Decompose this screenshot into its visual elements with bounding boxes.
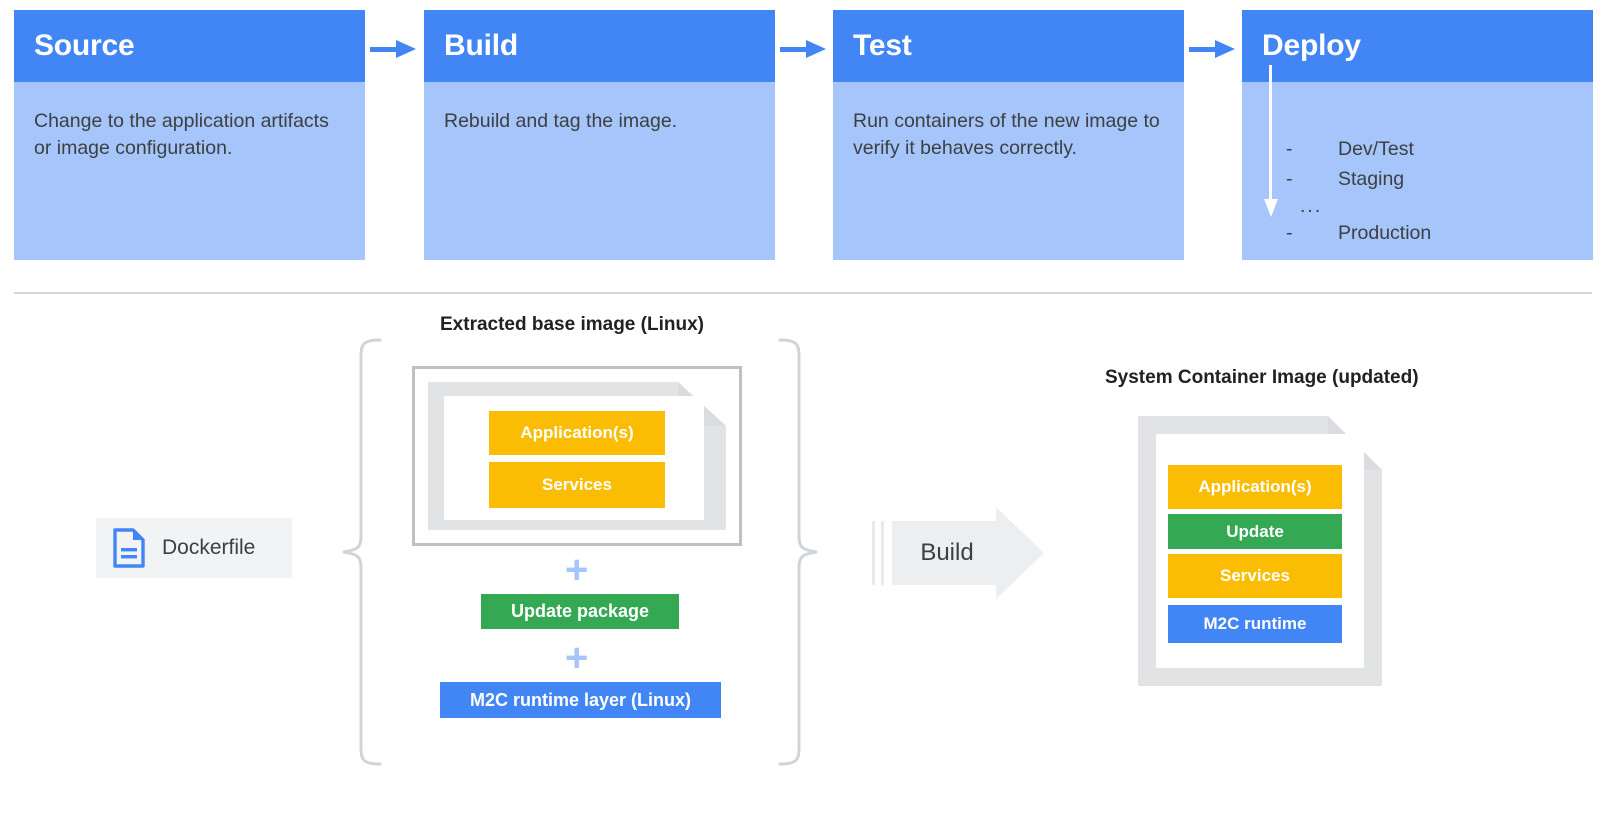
list-dash: - bbox=[1286, 138, 1293, 160]
pipeline-card-body: Change to the application artifacts or i… bbox=[14, 82, 365, 260]
arrow-head bbox=[1215, 40, 1235, 58]
plus-icon-2: + bbox=[565, 636, 589, 680]
arrow-head bbox=[1264, 199, 1278, 217]
dockerfile-label: Dockerfile bbox=[162, 536, 256, 559]
arrow-trail-2 bbox=[881, 521, 884, 585]
list-item-label: Production bbox=[1338, 222, 1432, 244]
list-item-label: Staging bbox=[1338, 168, 1405, 190]
arrow-down-icon bbox=[1264, 65, 1278, 220]
arrow-right-icon bbox=[1189, 40, 1235, 58]
result-image-document-shape bbox=[1138, 416, 1382, 686]
plus-icon-1: + bbox=[565, 548, 589, 592]
build-arrow: Build bbox=[872, 507, 1044, 599]
deploy-environment-list: - Dev/Test - Staging ... - Production bbox=[1242, 82, 1593, 248]
arrow-right-icon bbox=[780, 40, 826, 58]
pipeline-card-title: Deploy bbox=[1242, 10, 1593, 82]
dockerfile-chip[interactable]: Dockerfile bbox=[96, 518, 292, 578]
result-layer-m2c-runtime: M2C runtime bbox=[1168, 605, 1342, 643]
arrow-shaft bbox=[370, 47, 400, 52]
arrow-head bbox=[396, 40, 416, 58]
pipeline-card-title: Test bbox=[833, 10, 1184, 82]
layer-bar-services: Services bbox=[489, 462, 665, 508]
arrow-right-icon bbox=[370, 40, 416, 58]
arrow-head bbox=[806, 40, 826, 58]
arrow-shaft bbox=[1269, 65, 1272, 205]
pipeline-card-body: - Dev/Test - Staging ... - Production bbox=[1242, 82, 1593, 260]
right-brace bbox=[778, 338, 818, 766]
pipeline-card-body: Run containers of the new image to verif… bbox=[833, 82, 1184, 260]
pipeline-card-test: Test Run containers of the new image to … bbox=[833, 10, 1184, 260]
pipeline-card-title: Source bbox=[14, 10, 365, 82]
pipeline-card-body: Rebuild and tag the image. bbox=[424, 82, 775, 260]
result-layer-services: Services bbox=[1168, 554, 1342, 598]
m2c-runtime-layer-bar: M2C runtime layer (Linux) bbox=[440, 682, 721, 718]
arrow-head bbox=[996, 507, 1044, 599]
list-dash: - bbox=[1286, 168, 1293, 190]
arrow-shaft bbox=[1189, 47, 1219, 52]
pipeline-card-build: Build Rebuild and tag the image. bbox=[424, 10, 775, 260]
left-brace bbox=[342, 338, 382, 766]
result-layer-applications: Application(s) bbox=[1168, 465, 1342, 509]
base-image-document-shape bbox=[428, 382, 726, 530]
pipeline-card-title: Build bbox=[424, 10, 775, 82]
pipeline-card-source: Source Change to the application artifac… bbox=[14, 10, 365, 260]
list-item: - Dev/Test bbox=[1286, 134, 1593, 164]
arrow-body bbox=[892, 521, 998, 585]
result-image-title: System Container Image (updated) bbox=[1105, 367, 1419, 388]
section-divider bbox=[14, 292, 1592, 294]
list-ellipsis: ... bbox=[1300, 195, 1323, 217]
pipeline-card-deploy: Deploy - Dev/Test - Staging ... - Produc… bbox=[1242, 10, 1593, 260]
update-package-bar: Update package bbox=[481, 594, 679, 629]
list-dash: - bbox=[1286, 222, 1293, 244]
layer-bar-applications: Application(s) bbox=[489, 411, 665, 455]
list-item-label: Dev/Test bbox=[1338, 138, 1414, 160]
base-image-title: Extracted base image (Linux) bbox=[440, 314, 704, 335]
list-item: - Staging bbox=[1286, 164, 1593, 194]
arrow-shaft bbox=[780, 47, 810, 52]
result-layer-update: Update bbox=[1168, 514, 1342, 549]
build-arrow-label: Build bbox=[920, 539, 974, 566]
list-item: - Production bbox=[1286, 218, 1593, 248]
document-icon bbox=[113, 528, 145, 568]
arrow-trail-1 bbox=[872, 521, 875, 585]
